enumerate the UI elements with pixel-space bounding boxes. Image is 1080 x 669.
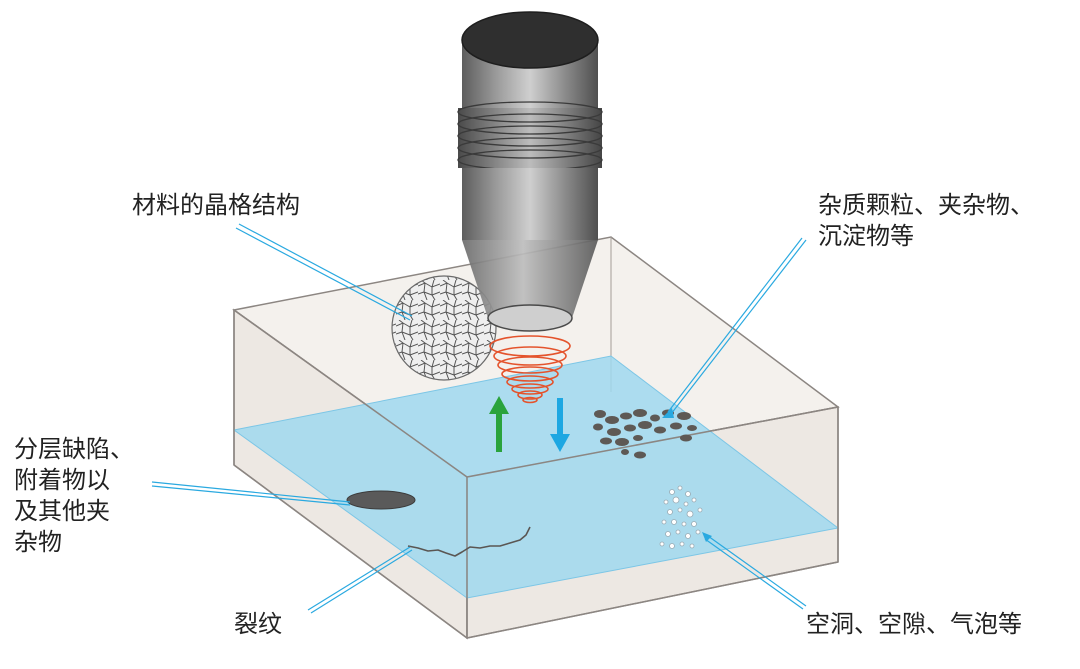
label-impurities-line-2: 沉淀物等 — [818, 222, 914, 250]
leader-lines — [151, 223, 807, 614]
leader-crack — [307, 546, 413, 614]
label-delamination-line-1: 分层缺陷、 — [14, 435, 134, 463]
crystal-lattice-icon — [391, 275, 497, 381]
label-delamination: 分层缺陷、 附着物以 及其他夹 杂物 — [14, 434, 134, 558]
label-delamination-line-4: 杂物 — [14, 528, 62, 556]
label-lattice-line-1: 材料的晶格结构 — [132, 191, 300, 219]
label-delamination-line-2: 附着物以 — [14, 466, 110, 494]
label-impurities-line-1: 杂质颗粒、夹杂物、 — [818, 191, 1034, 219]
leader-impurities — [662, 237, 807, 418]
void-bubbles-icon — [659, 485, 703, 549]
delamination-disc-icon — [346, 490, 416, 510]
leader-lattice — [235, 223, 413, 321]
leader-voids — [702, 532, 807, 610]
return-arrow — [550, 398, 570, 452]
ultrasound-cone-icon — [489, 335, 571, 404]
crack-icon — [407, 526, 531, 557]
label-crack-line-1: 裂纹 — [234, 610, 282, 638]
label-delamination-line-3: 及其他夹 — [14, 497, 110, 525]
label-voids: 空洞、空隙、气泡等 — [806, 609, 1022, 640]
impurity-particles-icon — [593, 409, 697, 459]
transducer-probe-icon — [457, 11, 603, 332]
label-lattice: 材料的晶格结构 — [132, 190, 300, 221]
leader-delamination — [151, 481, 351, 506]
emit-arrow — [489, 396, 509, 452]
label-impurities: 杂质颗粒、夹杂物、 沉淀物等 — [818, 190, 1034, 252]
label-crack: 裂纹 — [234, 609, 282, 640]
label-voids-line-1: 空洞、空隙、气泡等 — [806, 610, 1022, 638]
